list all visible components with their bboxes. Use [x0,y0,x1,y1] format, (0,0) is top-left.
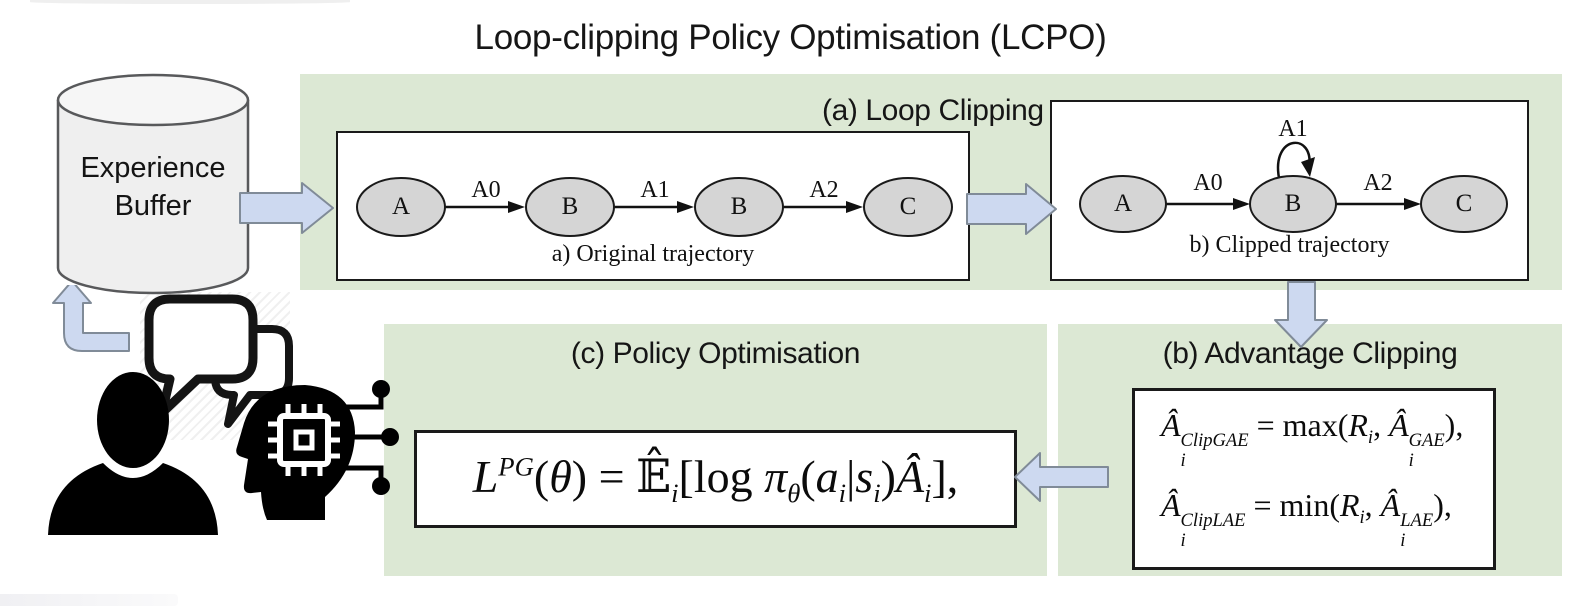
screenshot-artifact-top [30,0,350,4]
experience-buffer-line2: Buffer [114,189,192,222]
chip-icon [268,404,340,476]
person-silhouette-icon [48,463,218,535]
human-to-buffer-arrow-icon [52,285,130,352]
edge-label: A1 [640,177,670,203]
state-node [1420,175,1508,233]
clipped-trajectory-caption: b) Clipped trajectory [1189,232,1390,258]
speech-bubble-icon [144,294,258,418]
ai-head-icon [236,385,355,520]
original-trajectory-caption: a) Original trajectory [551,241,755,267]
database-cylinder-icon [56,73,250,295]
clipped-trajectory-graph [1079,141,1508,233]
node-label: B [730,193,748,220]
section-a-label: (a) Loop Clipping [822,94,1044,127]
section-b-label: (b) Advantage Clipping [1162,337,1458,370]
state-node [1079,175,1167,233]
edge-label: A0 [1193,170,1223,196]
arrowhead-icon [846,201,863,213]
node-label: A [391,193,411,220]
original-trajectory-graph [356,177,953,237]
self-loop-edge [1276,141,1311,179]
state-node [694,177,784,237]
node-label: B [1284,190,1302,217]
arrowhead-icon [1233,198,1250,210]
figure-title: Loop-clipping Policy Optimisation (LCPO) [474,18,1107,57]
self-loop-label: A1 [1278,116,1308,142]
node-label: A [1113,190,1133,217]
experience-buffer-label: Experience Buffer [58,150,248,225]
original-trajectory-box: A B B C A0 A1 A2 a) Original trajectory [336,131,970,281]
arrowhead-icon [677,201,694,213]
edge-label: A0 [471,177,501,203]
cylinder-top [56,73,250,127]
cylinder-body [56,100,250,295]
circuit-nodes-icon [345,380,399,495]
arrowhead-icon [1301,157,1315,177]
arrowhead-icon [508,201,525,213]
edge-label: A2 [1363,170,1393,196]
clipped-trajectory-box: A B C A0 A2 A1 b) Clipped trajectory [1050,100,1529,281]
arrowhead-icon [1404,198,1421,210]
person-head [97,372,169,468]
state-node [863,177,953,237]
node-label: B [561,193,579,220]
experience-buffer-line1: Experience [80,152,226,184]
screenshot-artifact-bottom [0,594,178,606]
formula-policy-gradient: LPG(θ) = 𝔼̂i[log πθ(ai|si)Âi], [472,450,959,509]
policy-gradient-formula-box: LPG(θ) = 𝔼̂i[log πθ(ai|si)Âi], [414,430,1017,528]
section-c-label: (c) Policy Optimisation [570,337,861,370]
state-node [356,177,446,237]
state-node [1249,175,1337,233]
state-node [525,177,615,237]
node-label: C [1455,190,1473,217]
node-label: C [899,193,917,220]
edge-label: A2 [809,177,839,203]
human-ai-interaction-icons [48,285,399,535]
